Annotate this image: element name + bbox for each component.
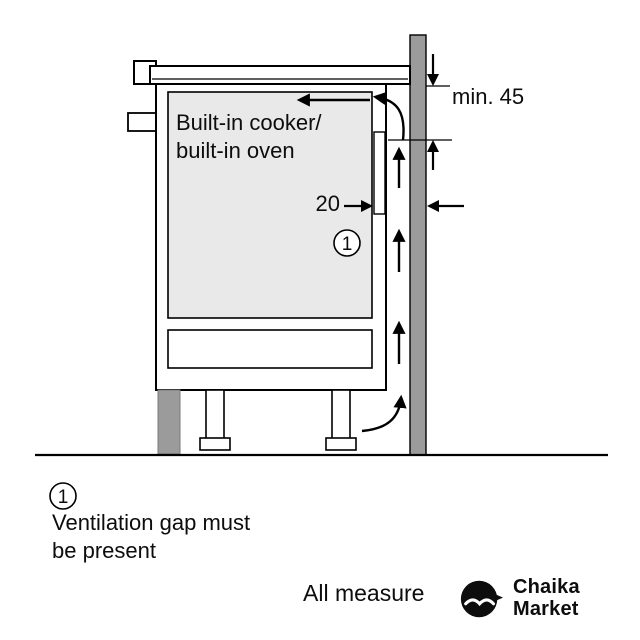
measurement-note: All measure <box>303 580 424 606</box>
appliance-label-line2: built-in oven <box>176 138 295 163</box>
wall <box>409 34 427 456</box>
leg-left <box>205 389 225 441</box>
leg-right <box>331 389 351 441</box>
appliance-label-line1: Built-in cooker/ <box>176 110 322 135</box>
airflow-arrow-curve-bottom <box>361 394 407 433</box>
foot-left <box>199 437 231 451</box>
legend-callout-number: 1 <box>58 487 69 508</box>
drawer <box>167 329 373 369</box>
logo-wordmark: Chaika Market <box>513 577 580 620</box>
plinth-post <box>157 389 181 455</box>
foot-right <box>325 437 357 451</box>
dim-label-20: 20 <box>316 191 340 216</box>
legend-note-line2: be present <box>52 538 156 563</box>
dim-label-min45: min. 45 <box>452 84 524 109</box>
hob-slab <box>149 65 411 85</box>
store-logo: Chaika Market <box>448 568 640 630</box>
vent-channel <box>373 131 386 215</box>
oven-compartment <box>167 91 373 319</box>
junction-box <box>127 112 157 132</box>
logo-line2: Market <box>513 598 579 620</box>
legend-callout-circle <box>49 482 77 510</box>
seagull-icon <box>460 580 504 618</box>
callout-circle <box>333 229 361 257</box>
airflow-arrow-curve-top <box>372 91 405 141</box>
legend-note-line1: Ventilation gap must <box>52 510 250 535</box>
callout-number: 1 <box>342 234 353 255</box>
logo-line1: Chaika <box>513 576 580 599</box>
